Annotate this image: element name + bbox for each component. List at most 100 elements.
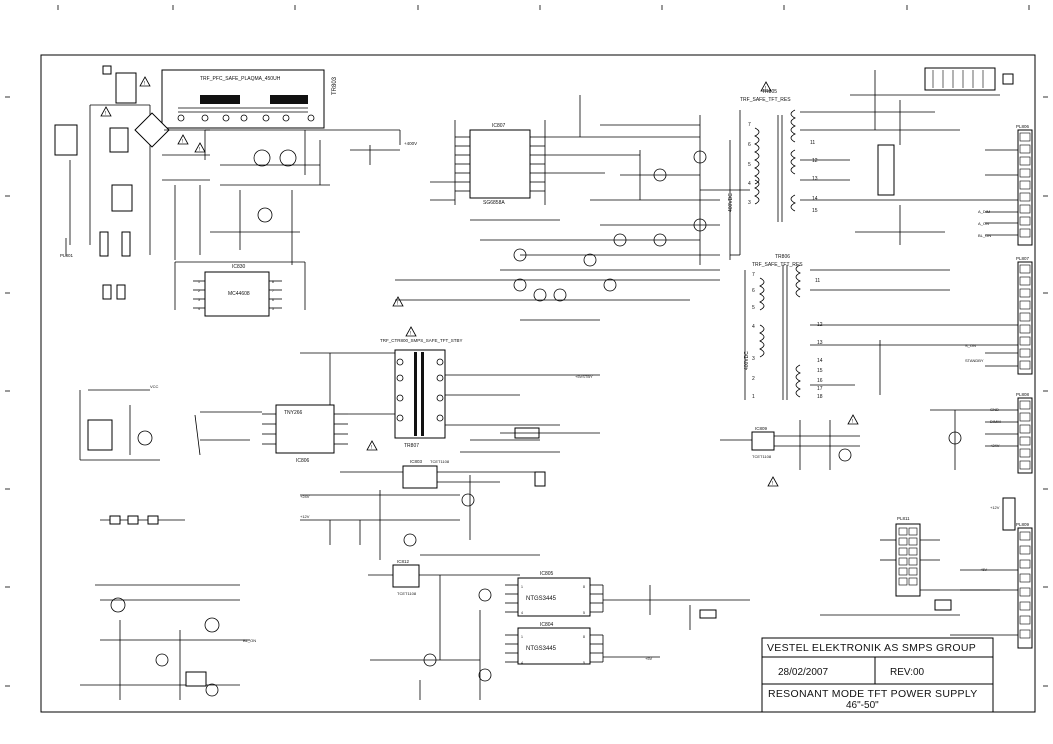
svg-text:!: ! bbox=[397, 301, 398, 307]
connector-pl811 bbox=[820, 523, 1000, 616]
tr806-pin-11: 11 bbox=[815, 278, 820, 284]
ic809-part: TCET1108 bbox=[752, 454, 772, 459]
ic807-chip bbox=[430, 95, 700, 205]
half-bridge-network bbox=[395, 115, 750, 321]
ic803-opto bbox=[300, 465, 540, 560]
tr806-pin-1: 1 bbox=[752, 394, 755, 400]
tr805-pin-6: 6 bbox=[748, 142, 751, 148]
ic805-ref: IC805 bbox=[540, 571, 554, 577]
tr807-ref: TR807 bbox=[404, 443, 419, 449]
rail-v5-bottom: +5V bbox=[645, 656, 653, 661]
ic804-pin-4: 4 bbox=[521, 661, 523, 665]
tr806-pin-4: 4 bbox=[752, 324, 755, 330]
tr806-pin-15: 15 bbox=[817, 368, 823, 374]
ic805-pin-4: 4 bbox=[521, 611, 523, 615]
ic803-part: TCET1108 bbox=[430, 459, 450, 464]
tr806-pin-16: 16 bbox=[817, 378, 823, 384]
tr807-transformer bbox=[300, 349, 600, 453]
pl807-ref: PL807 bbox=[1016, 256, 1030, 261]
tr806-pin-5: 5 bbox=[752, 305, 755, 311]
ic805-pin-5: 5 bbox=[583, 611, 585, 615]
title-revision: REV:00 bbox=[890, 667, 925, 678]
warning-icon: ! bbox=[767, 476, 779, 487]
rail-stby: +5VSTBY bbox=[575, 374, 593, 379]
tr806-transformer bbox=[744, 264, 855, 400]
ic807-ref: IC807 bbox=[492, 123, 506, 129]
ic830-pin-8: 8 bbox=[272, 280, 274, 284]
ic830-chip bbox=[174, 261, 306, 317]
tr806-pin-3: 3 bbox=[752, 356, 755, 362]
warning-icon: ! bbox=[139, 76, 151, 87]
ic805-pin-1: 1 bbox=[521, 585, 523, 589]
ic830-ref: IC830 bbox=[232, 264, 246, 270]
ic803-ref: IC803 bbox=[410, 459, 423, 464]
ic830-pin-1: 1 bbox=[198, 280, 200, 284]
title-size: 46"-50" bbox=[846, 700, 879, 711]
tr806-label: TRF_SAFE_TFT_RES bbox=[752, 262, 803, 268]
warning-icon: ! bbox=[392, 296, 404, 307]
tr805-pin-12: 12 bbox=[812, 158, 818, 164]
safety-warnings: ! ! ! ! ! ! ! ! ! ! bbox=[100, 76, 859, 487]
svg-text:!: ! bbox=[371, 445, 372, 451]
tr805-ref: TR805 bbox=[762, 89, 777, 95]
tr806-pin-13: 13 bbox=[817, 340, 823, 346]
warning-icon: ! bbox=[847, 414, 859, 425]
tr806-pin-7: 7 bbox=[752, 272, 755, 278]
tr805-pin-14: 14 bbox=[812, 196, 818, 202]
pl806-ref: PL806 bbox=[1016, 124, 1030, 129]
ic805-chip bbox=[505, 577, 630, 617]
pl808-ref: PL808 bbox=[1016, 392, 1030, 397]
warning-icon: ! bbox=[194, 142, 206, 153]
secondary-output-network bbox=[850, 67, 1014, 395]
ic804-pin-5: 5 bbox=[583, 661, 585, 665]
tr805-side-text: 400VDC bbox=[728, 193, 734, 212]
ic830-pin-3: 3 bbox=[198, 298, 200, 302]
tr805-pin-13: 13 bbox=[812, 176, 818, 182]
connector-pl809 bbox=[950, 497, 1033, 649]
signal-s-on: S_ON bbox=[965, 343, 976, 348]
signal-a-on: A_ON bbox=[978, 221, 989, 226]
warning-icon: ! bbox=[366, 440, 378, 451]
sheet-ticks bbox=[5, 5, 1048, 687]
ic809-ref: IC809 bbox=[755, 426, 768, 431]
rail-bl-on-bottom: BL_ON bbox=[243, 638, 256, 643]
signal-standby: STANDBY bbox=[965, 358, 984, 363]
svg-text:!: ! bbox=[144, 81, 145, 87]
svg-text:!: ! bbox=[852, 419, 853, 425]
svg-text:!: ! bbox=[765, 86, 766, 92]
tr803-label: TRF_PFC_SAFE_PLAQMA_450UH bbox=[200, 76, 281, 82]
title-date: 28/02/2007 bbox=[778, 667, 828, 678]
ic830-pin-6: 6 bbox=[272, 298, 274, 302]
svg-text:!: ! bbox=[199, 147, 200, 153]
signal-v5-right: +5V bbox=[980, 567, 988, 572]
ic830-pin-7: 7 bbox=[272, 289, 274, 293]
ic830-part: MC44608 bbox=[228, 291, 250, 297]
tr806-pin-2: 2 bbox=[752, 376, 755, 382]
rail-vcc: VCC bbox=[150, 384, 159, 389]
tr806-pin-6: 6 bbox=[752, 288, 755, 294]
rail-v12-mid: +12V bbox=[300, 514, 310, 519]
connector-pl808 bbox=[985, 397, 1033, 474]
title-company: VESTEL ELEKTRONIK AS SMPS GROUP bbox=[767, 642, 976, 654]
sheet-border bbox=[40, 54, 1036, 713]
tr806-side-text: 400VDC bbox=[744, 351, 750, 370]
pl809-ref: PL809 bbox=[1016, 522, 1030, 527]
ic804-pin-1: 1 bbox=[521, 635, 523, 639]
tr806-ref: TR806 bbox=[775, 254, 790, 260]
ic806-chip bbox=[200, 404, 395, 454]
tr805-transformer bbox=[730, 109, 850, 256]
bottom-left-circuit bbox=[80, 515, 250, 700]
signal-dimm: DIMM bbox=[990, 419, 1001, 424]
ic807-part: SG6858A bbox=[483, 200, 505, 206]
ic804-chip bbox=[505, 627, 660, 665]
tr806-pin-18: 18 bbox=[817, 394, 823, 400]
ic830-pin-2: 2 bbox=[198, 289, 200, 293]
connector-pl807 bbox=[985, 261, 1033, 375]
tr805-pin-11: 11 bbox=[810, 140, 815, 146]
vcc-aux-circuit bbox=[79, 389, 250, 461]
tr805-pin-4: 4 bbox=[748, 181, 751, 187]
svg-text:!: ! bbox=[105, 111, 106, 117]
pl801-ref: PL801 bbox=[60, 253, 74, 258]
ic806-part: TNY266 bbox=[284, 410, 303, 416]
